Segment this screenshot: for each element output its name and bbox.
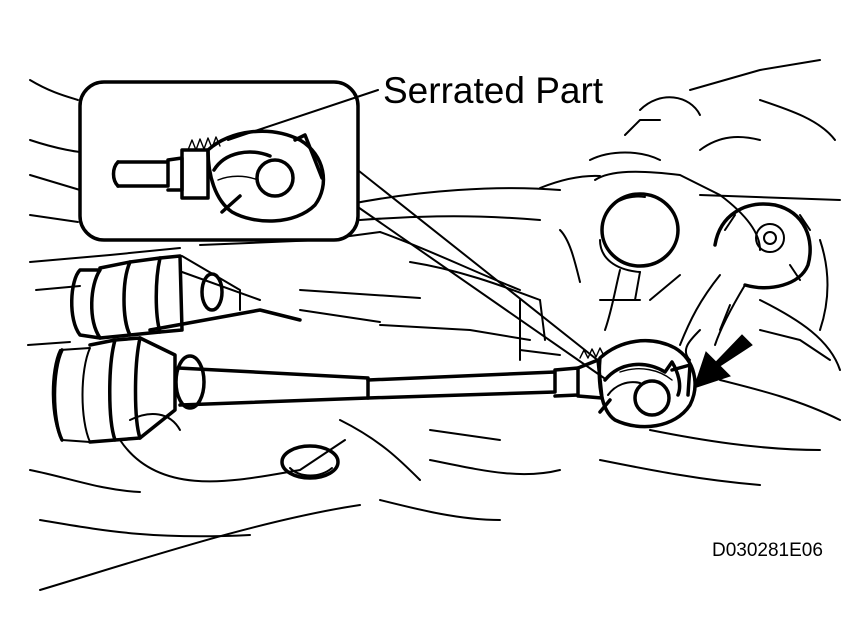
serrated-part-label: Serrated Part — [383, 70, 604, 111]
solid-arrow-icon — [693, 334, 753, 389]
shift-cable — [176, 347, 605, 407]
figure-code: D030281E06 — [712, 540, 823, 561]
left-transaxle — [51, 254, 346, 483]
background-structure — [27, 59, 841, 591]
detail-inset — [78, 80, 379, 242]
cable-joint — [597, 338, 697, 429]
right-housing — [594, 170, 812, 346]
callout-leaders — [329, 147, 605, 379]
